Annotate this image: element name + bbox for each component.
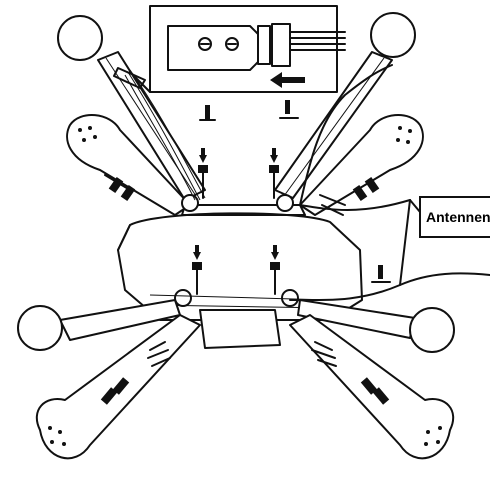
loose-screw-side	[371, 265, 391, 283]
arm-upper-left	[57, 15, 206, 201]
motor-mount-lower-right	[409, 307, 455, 353]
loose-screw-left	[199, 105, 216, 121]
connector-inset	[149, 5, 346, 93]
loose-screw-right	[279, 100, 299, 119]
mount-point-upper-right	[276, 194, 294, 212]
arm-lower-left	[17, 299, 181, 351]
guard-lower-right	[289, 314, 455, 460]
antenna-leader-line	[409, 199, 421, 213]
mount-point-upper-left	[181, 194, 199, 212]
direction-arrow-icon	[270, 72, 305, 88]
antenna-label: Antennen	[426, 209, 490, 225]
main-body	[117, 194, 363, 321]
guard-upper-right	[299, 113, 424, 216]
motor-mount-upper-left	[57, 15, 103, 61]
guard-lower-left	[35, 314, 201, 460]
arm-lower-right	[297, 299, 455, 353]
arm-upper-right	[274, 12, 416, 199]
antenna-wire-upper	[299, 64, 393, 206]
screw-upper-right	[269, 148, 279, 199]
antenna-label-box	[419, 196, 490, 238]
antenna-leader-line-2	[399, 199, 411, 286]
antenna-wire-mid	[299, 199, 411, 211]
motor-mount-lower-left	[17, 305, 63, 351]
screw-lower-left	[192, 245, 202, 295]
motor-mount-upper-right	[370, 12, 416, 58]
wire-bundle	[113, 67, 206, 201]
mount-point-lower-right	[281, 289, 299, 307]
mount-point-lower-left	[174, 289, 192, 307]
screw-lower-right	[270, 245, 280, 295]
lower-body-plate	[199, 309, 281, 349]
inset-leader-line	[129, 71, 151, 93]
